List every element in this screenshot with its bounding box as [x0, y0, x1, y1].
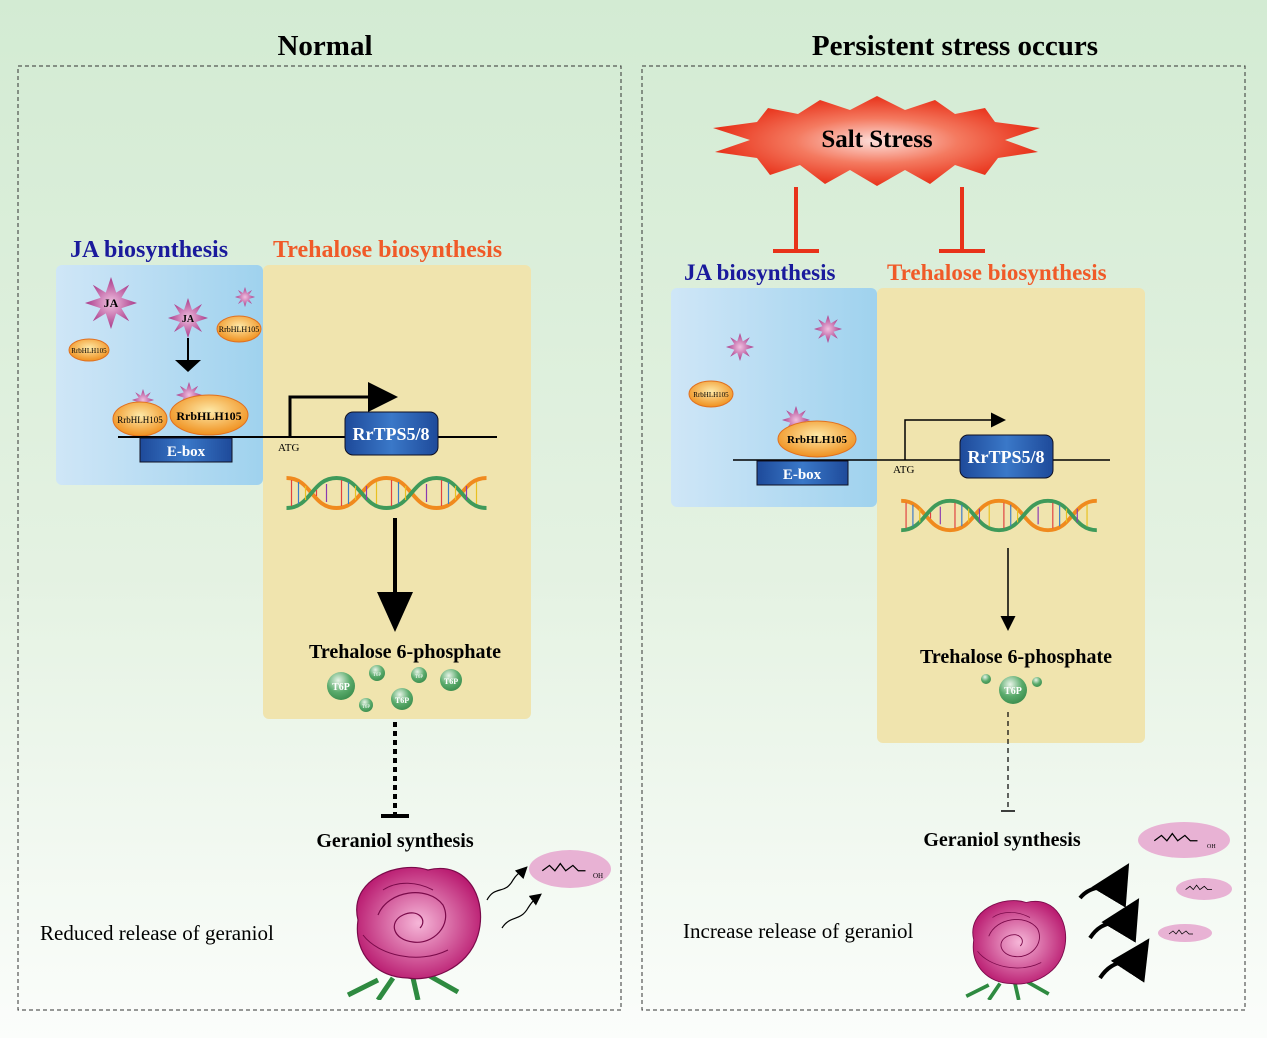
- target-label: Geraniol synthesis: [316, 830, 473, 852]
- t6p-label: T6P: [395, 696, 409, 705]
- arrow-head-icon: [377, 592, 413, 632]
- t6p-label: T6P: [373, 673, 382, 678]
- e-box-label: E-box: [783, 467, 822, 483]
- ja-star-icon: [235, 287, 255, 307]
- protein-label: RrbHLH105: [693, 391, 729, 399]
- protein-label: RrbHLH105: [176, 409, 241, 423]
- trehalose-biosynthesis-label: Trehalose biosynthesis: [887, 260, 1107, 285]
- ja-biosynthesis-label: JA biosynthesis: [70, 237, 228, 263]
- protein-label: RrbHLH105: [787, 434, 847, 446]
- rrbhlh105-protein: [777, 420, 857, 458]
- ja-biosynthesis-label: JA biosynthesis: [684, 260, 836, 285]
- t6p-label: T6P: [415, 675, 424, 680]
- oh-label: OH: [1207, 844, 1216, 850]
- salt-stress-burst: [713, 96, 1040, 186]
- e-box: [139, 437, 233, 463]
- rrbhlh105-protein: [688, 380, 734, 408]
- panel-title: Persistent stress occurs: [812, 30, 1098, 62]
- product-label: Trehalose 6-phosphate: [920, 646, 1112, 668]
- panel-title: Normal: [277, 30, 372, 62]
- gene-box: [959, 434, 1054, 479]
- panel-border: [641, 65, 1246, 1011]
- gene-label: RrTPS5/8: [352, 424, 429, 444]
- t6p-label: T6P: [444, 677, 458, 686]
- atg-label: ATG: [278, 442, 299, 454]
- geraniol-molecule: [529, 850, 611, 888]
- t6p-molecules: T6P T6P T6P T6P T6P T6P: [327, 665, 462, 712]
- geraniol-molecule: [1176, 878, 1232, 900]
- trehalose-biosynthesis-label: Trehalose biosynthesis: [273, 237, 502, 263]
- release-arrows: [1078, 863, 1150, 983]
- gene-label: RrTPS5/8: [967, 447, 1044, 467]
- outcome-label: Reduced release of geraniol: [40, 921, 274, 945]
- target-label: Geraniol synthesis: [923, 829, 1080, 851]
- rrbhlh105-protein: [169, 394, 249, 436]
- arrow-head-icon: [175, 360, 201, 372]
- rrbhlh105-protein: [68, 338, 110, 362]
- panel-stress: Persistent stress occurs Salt Stress JA …: [641, 30, 1246, 1011]
- t6p-label: T6P: [332, 682, 350, 693]
- outcome-label: Increase release of geraniol: [683, 919, 913, 943]
- protein-label: RrbHLH105: [117, 415, 163, 425]
- ja-star-icon: [726, 333, 754, 361]
- t6p-label: T6P: [362, 705, 371, 710]
- protein-label: RrbHLH105: [219, 325, 259, 334]
- protein-label: RrbHLH105: [71, 347, 107, 355]
- t6p-molecules: T6P: [981, 674, 1042, 704]
- ja-star-icon: [814, 315, 842, 343]
- panel-border: [17, 65, 622, 1011]
- atg-label: ATG: [893, 464, 914, 476]
- stress-inhibition-ja: [773, 187, 819, 253]
- e-box: [756, 460, 849, 486]
- panel-normal: Normal JA biosynthesis Trehalose biosynt…: [17, 30, 622, 1011]
- rrbhlh105-protein: [216, 315, 262, 343]
- ja-text: JA: [104, 296, 119, 310]
- oh-label: OH: [593, 872, 603, 880]
- product-label: Trehalose 6-phosphate: [309, 641, 501, 663]
- transcription-start-arrow: [288, 382, 398, 437]
- transcription-start-arrow: [904, 412, 1006, 460]
- gene-box: [344, 411, 439, 456]
- rose-flower-icon: [348, 867, 481, 1000]
- stress-inhibition-trehalose: [939, 187, 985, 253]
- e-box-label: E-box: [167, 444, 206, 460]
- release-arrow: [486, 866, 528, 901]
- release-arrow: [501, 893, 542, 929]
- salt-stress-label: Salt Stress: [821, 126, 933, 153]
- ja-text: JA: [182, 314, 195, 325]
- trehalose-zone: [263, 265, 531, 719]
- t6p-label: T6P: [1004, 686, 1022, 697]
- geraniol-molecule: [1158, 924, 1212, 942]
- rose-flower-icon: [964, 898, 1068, 1000]
- geraniol-molecule: [1138, 822, 1230, 858]
